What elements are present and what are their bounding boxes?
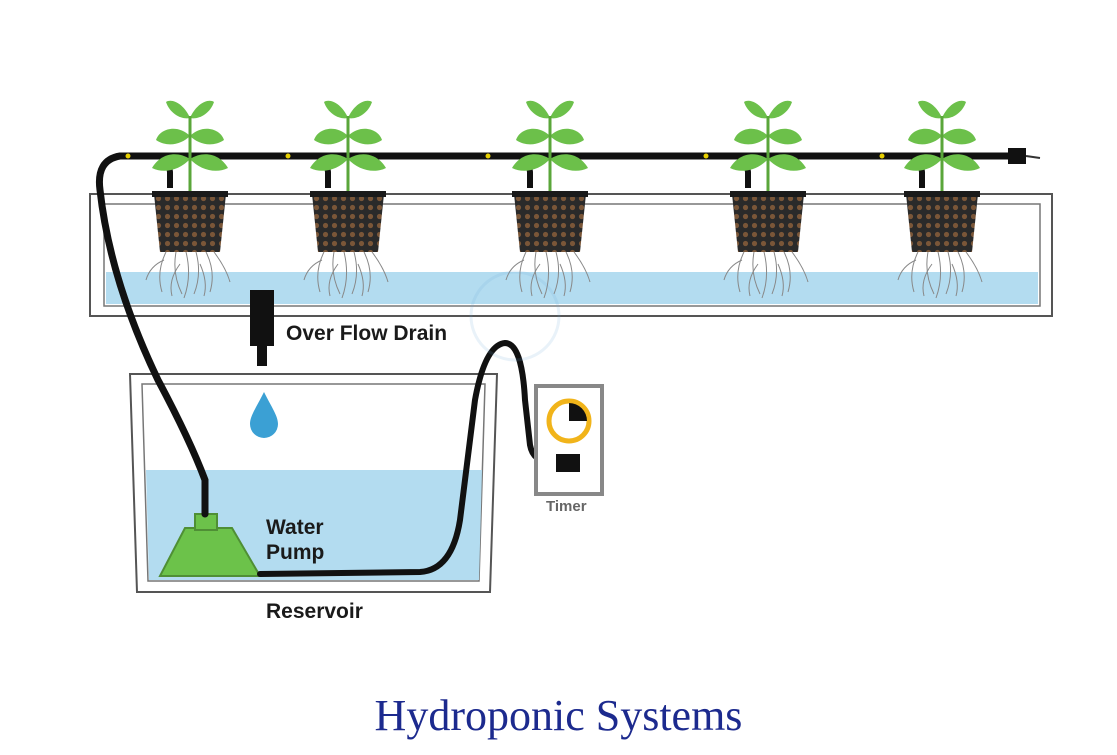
timer-clock-icon <box>546 398 592 444</box>
water-pump-label-line1: Water <box>266 516 324 539</box>
water-drop-icon <box>250 392 278 438</box>
timer-label: Timer <box>546 498 587 515</box>
timer <box>534 384 604 496</box>
tube-end-cap <box>1008 148 1026 164</box>
watermark <box>469 270 561 362</box>
overflow-drain <box>250 290 274 366</box>
water-pump-label-line2: Pump <box>266 541 325 564</box>
reservoir-label: Reservoir <box>266 600 363 623</box>
supply-tube <box>95 152 1026 518</box>
plant-icon <box>722 99 810 300</box>
drip-fittings <box>125 153 885 159</box>
page-title: Hydroponic Systems <box>374 691 743 740</box>
plant-icon <box>896 99 984 300</box>
plant-row <box>144 99 984 300</box>
plant-icon <box>302 99 390 300</box>
water-pump-label: Water Pump <box>266 515 324 565</box>
pump-cord <box>257 339 555 577</box>
plant-icon <box>504 99 592 300</box>
power-plug-icon <box>556 454 580 472</box>
plant-icon <box>144 99 232 300</box>
tubing <box>95 152 1026 577</box>
overflow-drain-label: Over Flow Drain <box>286 322 448 345</box>
